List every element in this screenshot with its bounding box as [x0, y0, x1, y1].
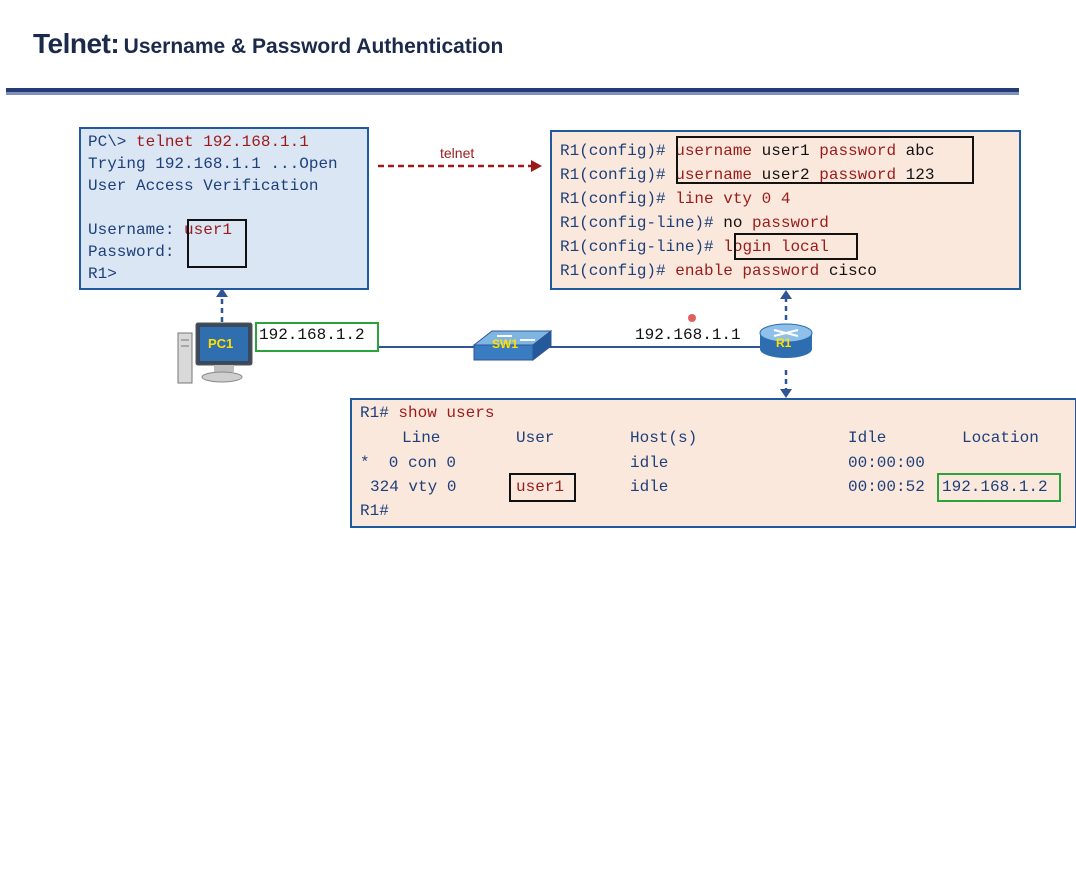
pc-line-3: User Access Verification	[88, 177, 319, 195]
row1-idle: 00:00:00	[848, 454, 925, 472]
config-line: R1(config)# line vty 0 4	[560, 190, 791, 208]
pc-icon	[177, 322, 253, 384]
title-main: Telnet:	[33, 28, 120, 59]
pc-line-2: Trying 192.168.1.1 ...Open	[88, 155, 338, 173]
row2-host: idle	[630, 478, 669, 496]
pc-ip: 192.168.1.2	[259, 326, 365, 344]
header-line: Line	[402, 429, 441, 447]
row2-line: 324 vty 0	[370, 478, 457, 496]
pc-ip-box	[255, 322, 379, 352]
row2-idle: 00:00:52	[848, 478, 925, 496]
config-line: R1(config)# username user1 password abc	[560, 142, 935, 160]
header-idle: Idle	[848, 429, 887, 447]
show-users-command: R1# show users	[360, 404, 495, 422]
pc-line-password: Password:	[88, 243, 185, 261]
router-up-arrowhead	[780, 290, 792, 299]
login-local-box	[734, 233, 858, 260]
config-line: R1(config-line)# login local	[560, 238, 829, 256]
title-divider-shadow	[6, 92, 1019, 95]
show-users-terminal: R1# show users Line User Host(s) Idle Lo…	[350, 398, 1076, 528]
pc-label: PC1	[208, 336, 234, 351]
row2-location: 192.168.1.2	[942, 478, 1048, 496]
pc-line-1: PC\> telnet 192.168.1.1	[88, 133, 309, 151]
pc-line-username: Username: user1	[88, 221, 233, 239]
title-divider	[6, 88, 1019, 92]
header-hosts: Host(s)	[630, 429, 698, 447]
location-box	[937, 473, 1061, 502]
switch-label: SW1	[492, 337, 519, 351]
router-icon	[759, 323, 813, 358]
config-line: R1(config)# username user2 password 123	[560, 166, 935, 184]
username-box	[676, 136, 974, 184]
config-line: R1(config)# enable password cisco	[560, 262, 877, 280]
header-location: Location	[962, 429, 1039, 447]
page-title: Telnet: Username & Password Authenticati…	[33, 28, 503, 60]
row1-host: idle	[630, 454, 669, 472]
row2-user: user1	[516, 478, 565, 496]
cursor-dot	[688, 314, 696, 322]
telnet-arrow-label: telnet	[440, 145, 475, 161]
user1-box	[509, 473, 576, 502]
router-down-arrowhead	[780, 389, 792, 398]
config-line: R1(config-line)# no password	[560, 214, 829, 232]
telnet-arrowhead	[531, 160, 542, 172]
router-ip: 192.168.1.1	[635, 326, 741, 344]
row1-line: * 0 con 0	[360, 454, 457, 472]
topology-diagram	[177, 160, 813, 398]
router-label: R1	[776, 336, 792, 350]
switch-icon	[472, 329, 553, 362]
credential-box	[187, 219, 247, 268]
end-prompt: R1#	[360, 502, 389, 520]
pc-line-prompt: R1>	[88, 265, 117, 283]
pc-up-arrowhead	[216, 288, 228, 297]
header-user: User	[516, 429, 555, 447]
title-sub: Username & Password Authentication	[123, 35, 504, 58]
pc-terminal: PC\> telnet 192.168.1.1 Trying 192.168.1…	[79, 127, 369, 290]
